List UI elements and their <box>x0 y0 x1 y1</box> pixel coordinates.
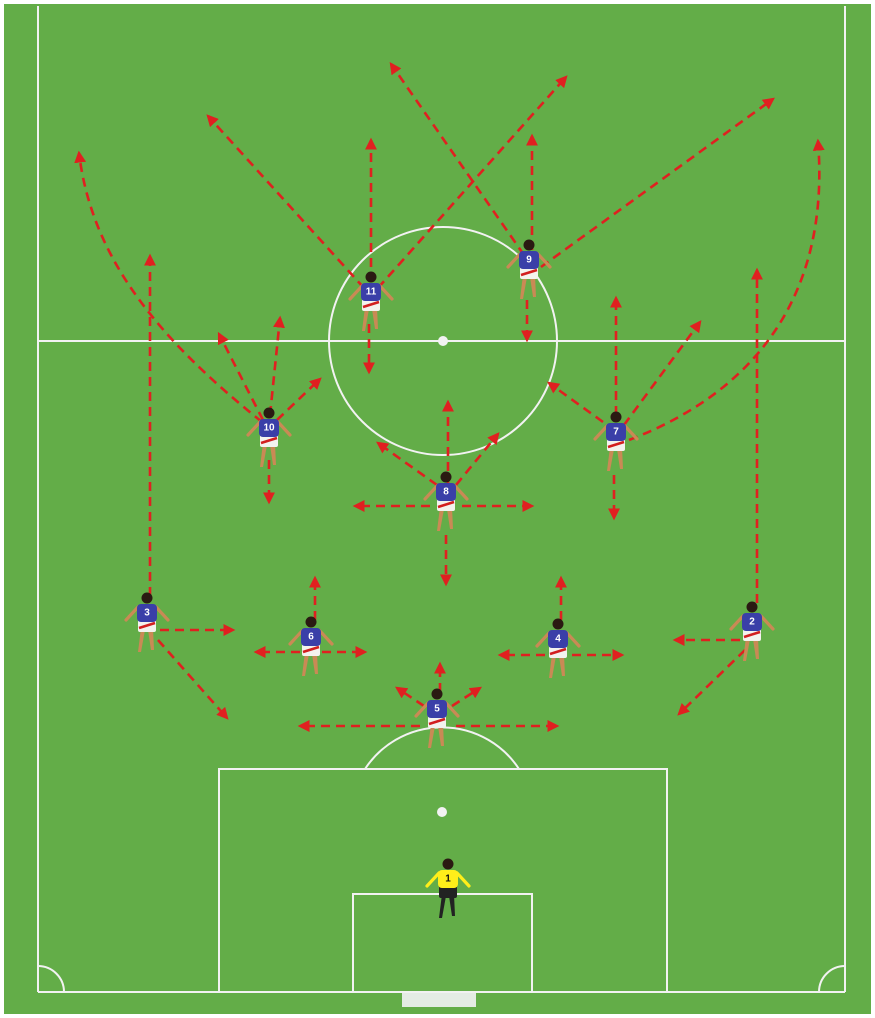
player-number: 2 <box>749 617 755 628</box>
player-number: 3 <box>144 608 150 619</box>
player-number: 7 <box>613 427 619 438</box>
player-number: 6 <box>308 632 314 643</box>
player-head <box>366 272 377 283</box>
player-head <box>142 593 153 604</box>
player-number: 5 <box>434 704 440 715</box>
player-head <box>747 602 758 613</box>
player-number: 8 <box>443 487 449 498</box>
player-number: 9 <box>526 255 532 266</box>
player-number: 10 <box>263 423 275 434</box>
player-head <box>524 240 535 251</box>
player-head <box>611 412 622 423</box>
player-head <box>306 617 317 628</box>
goal <box>402 993 476 1007</box>
player-head <box>553 619 564 630</box>
player-number: 4 <box>555 634 561 645</box>
player-head <box>432 689 443 700</box>
player-number: 1 <box>445 874 451 885</box>
player-head <box>264 408 275 419</box>
player-head <box>441 472 452 483</box>
player-head <box>443 859 454 870</box>
penalty-spot <box>437 807 447 817</box>
player-number: 11 <box>366 287 377 298</box>
centre-spot <box>438 336 448 346</box>
